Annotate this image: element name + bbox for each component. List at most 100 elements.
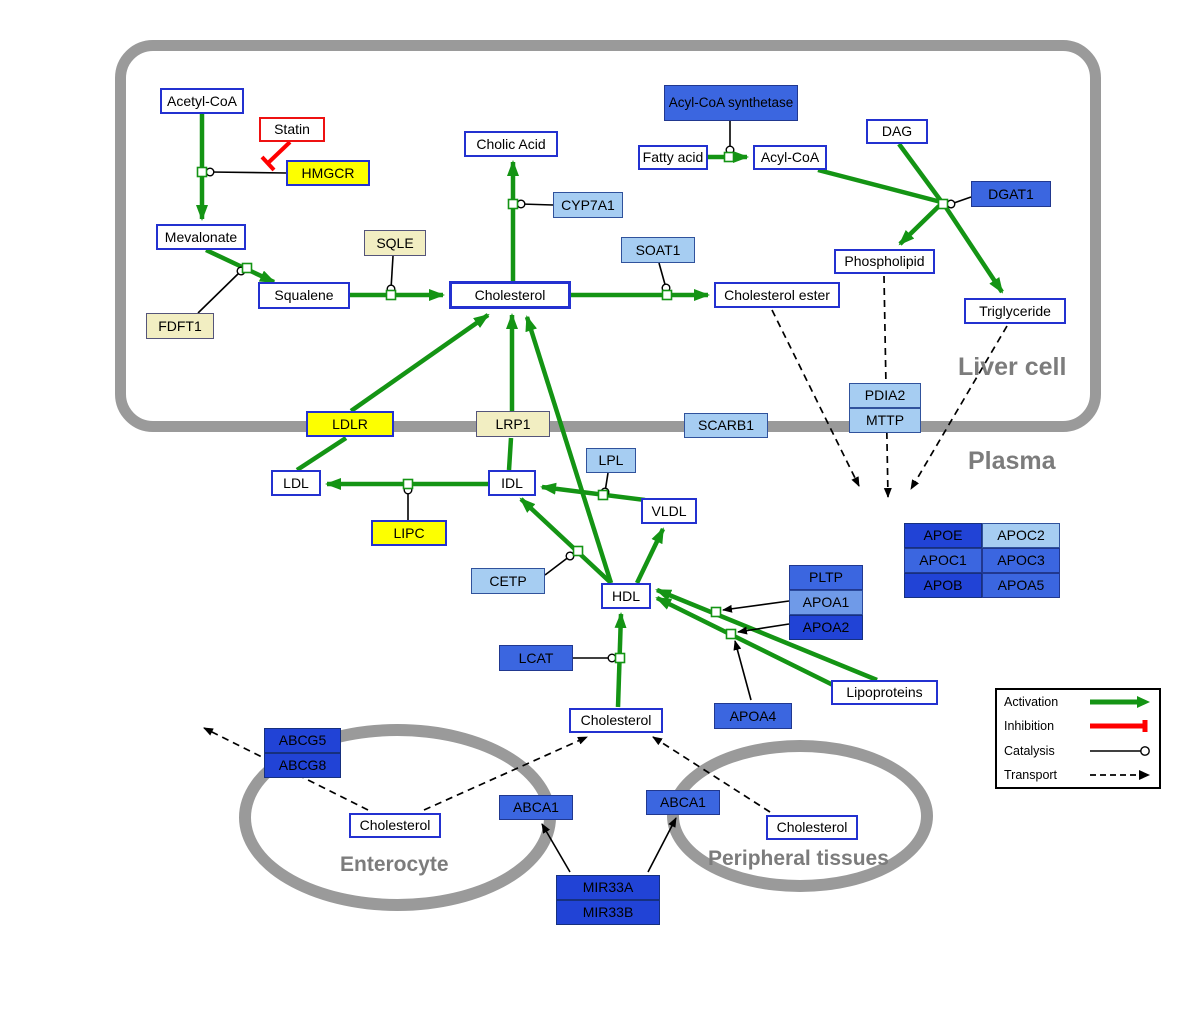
node-acyl-coa-synthetase[interactable]: Acyl-CoA synthetase [664, 85, 798, 121]
node-mir33a[interactable]: MIR33A [556, 875, 660, 900]
peripheral-tissues-label: Peripheral tissues [708, 847, 889, 870]
node-abcg8[interactable]: ABCG8 [264, 753, 341, 778]
node-acyl-coa[interactable]: Acyl-CoA [753, 145, 827, 170]
node-abca1-left[interactable]: ABCA1 [499, 795, 573, 820]
reaction-node-lcat [614, 652, 626, 664]
reaction-node-sqle [385, 289, 397, 301]
edge-lipoproteins-hdl-upper [655, 587, 878, 683]
node-lcat[interactable]: LCAT [499, 645, 573, 671]
reaction-node-cetp [572, 545, 584, 557]
legend-activation-label: Activation [1004, 695, 1059, 709]
reaction-node-hmgcr [196, 166, 208, 178]
node-abcg5[interactable]: ABCG5 [264, 728, 341, 753]
edge-cetp-catalysis [544, 551, 575, 576]
reaction-node-fdft1 [241, 262, 253, 274]
node-apoa2[interactable]: APOA2 [789, 615, 863, 640]
enterocyte-label: Enterocyte [340, 853, 449, 876]
legend-row-transport: Transport [1004, 768, 1152, 782]
edge-apoa4-node [733, 640, 752, 701]
legend-catalysis-label: Catalysis [1004, 743, 1055, 758]
legend-row-catalysis: Catalysis [1004, 744, 1152, 758]
node-phospholipid[interactable]: Phospholipid [834, 249, 935, 274]
node-ldl[interactable]: LDL [271, 470, 321, 496]
node-cetp[interactable]: CETP [471, 568, 545, 594]
edge-soat1-catalysis [658, 262, 671, 293]
node-apoa5[interactable]: APOA5 [982, 573, 1060, 598]
node-apoe[interactable]: APOE [904, 523, 982, 548]
node-mevalonate[interactable]: Mevalonate [156, 224, 246, 250]
edge-apoa2-node [737, 623, 790, 635]
node-apob[interactable]: APOB [904, 573, 982, 598]
node-cholesterol-plasma[interactable]: Cholesterol [569, 708, 663, 733]
edge-mir33-abca1-left [541, 823, 571, 873]
edge-hdl-liver-cholesterol [524, 315, 614, 584]
node-apoa4[interactable]: APOA4 [714, 703, 792, 729]
node-lrp1[interactable]: LRP1 [476, 411, 550, 437]
edge-triglyceride-transport [910, 325, 1008, 490]
legend-box: Activation Inhibition Catalysis Transpor… [995, 688, 1161, 789]
node-triglyceride[interactable]: Triglyceride [964, 298, 1066, 324]
edge-lipoproteins-hdl-lower [655, 595, 836, 689]
node-lpl[interactable]: LPL [586, 448, 636, 473]
reaction-node-soat1 [661, 289, 673, 301]
node-cholesterol-ester[interactable]: Cholesterol ester [714, 282, 840, 308]
node-fdft1[interactable]: FDFT1 [146, 313, 214, 339]
node-sqle[interactable]: SQLE [364, 230, 426, 256]
node-mir33b[interactable]: MIR33B [556, 900, 660, 925]
node-apoa1[interactable]: APOA1 [789, 590, 863, 615]
node-scarb1[interactable]: SCARB1 [684, 413, 768, 438]
node-ldlr[interactable]: LDLR [306, 411, 394, 437]
edge-ldl-ldlr [295, 436, 348, 472]
legend-inhibition-label: Inhibition [1004, 719, 1055, 734]
liver-cell-membrane [115, 40, 1101, 432]
node-cholic-acid[interactable]: Cholic Acid [464, 131, 558, 157]
reaction-node-cyp7a1 [507, 198, 519, 210]
edge-enterocyte-cholesterol-transport [423, 736, 588, 811]
node-mttp[interactable]: MTTP [849, 408, 921, 433]
reaction-node-acylcoa-synthetase [723, 151, 735, 163]
node-abca1-right[interactable]: ABCA1 [646, 790, 720, 815]
node-squalene[interactable]: Squalene [258, 282, 350, 309]
node-lipc[interactable]: LIPC [371, 520, 447, 546]
node-fatty-acid[interactable]: Fatty acid [638, 145, 708, 170]
legend-row-inhibition: Inhibition [1004, 719, 1152, 733]
node-pdia2[interactable]: PDIA2 [849, 383, 921, 408]
node-cholesterol-liver[interactable]: Cholesterol [449, 281, 571, 309]
transport-arrow-icon [1090, 769, 1150, 780]
statin-inhibition-bar [260, 155, 276, 172]
edge-hdl-idl [519, 497, 612, 584]
node-apoc1[interactable]: APOC1 [904, 548, 982, 573]
node-hdl[interactable]: HDL [601, 583, 651, 609]
node-soat1[interactable]: SOAT1 [621, 237, 695, 263]
edge-dag-dgat1node [897, 142, 943, 203]
node-idl[interactable]: IDL [488, 470, 536, 496]
edge-dgat1-catalysis [946, 196, 972, 209]
node-vldl[interactable]: VLDL [641, 498, 697, 524]
node-dag[interactable]: DAG [866, 119, 928, 144]
node-hmgcr[interactable]: HMGCR [286, 160, 370, 186]
edge-mevalonate-squalene [205, 247, 276, 285]
edge-abcg-cholesterol-transport [203, 727, 369, 811]
edge-lpl-catalysis [600, 472, 610, 497]
catalysis-circle-icon [1090, 745, 1150, 756]
inhibition-tbar-icon [1090, 720, 1148, 733]
edge-vldl-idl [540, 482, 646, 503]
reaction-node-apoa1 [710, 606, 722, 618]
node-pltp[interactable]: PLTP [789, 565, 863, 590]
edge-mir33-abca1-right [647, 817, 677, 873]
node-statin[interactable]: Statin [259, 117, 325, 142]
liver-cell-label: Liver cell [958, 353, 1067, 381]
node-acetyl-coa[interactable]: Acetyl-CoA [160, 88, 244, 114]
node-lipoproteins[interactable]: Lipoproteins [831, 680, 938, 705]
node-cholesterol-peripheral[interactable]: Cholesterol [766, 815, 858, 840]
node-cholesterol-enterocyte[interactable]: Cholesterol [349, 813, 441, 838]
node-apoc3[interactable]: APOC3 [982, 548, 1060, 573]
node-dgat1[interactable]: DGAT1 [971, 181, 1051, 207]
plasma-label: Plasma [968, 447, 1056, 475]
edge-cholesterolester-transport [771, 309, 860, 487]
node-apoc2[interactable]: APOC2 [982, 523, 1060, 548]
legend-transport-label: Transport [1004, 767, 1058, 782]
reaction-node-dgat1 [937, 198, 949, 210]
node-cyp7a1[interactable]: CYP7A1 [553, 192, 623, 218]
